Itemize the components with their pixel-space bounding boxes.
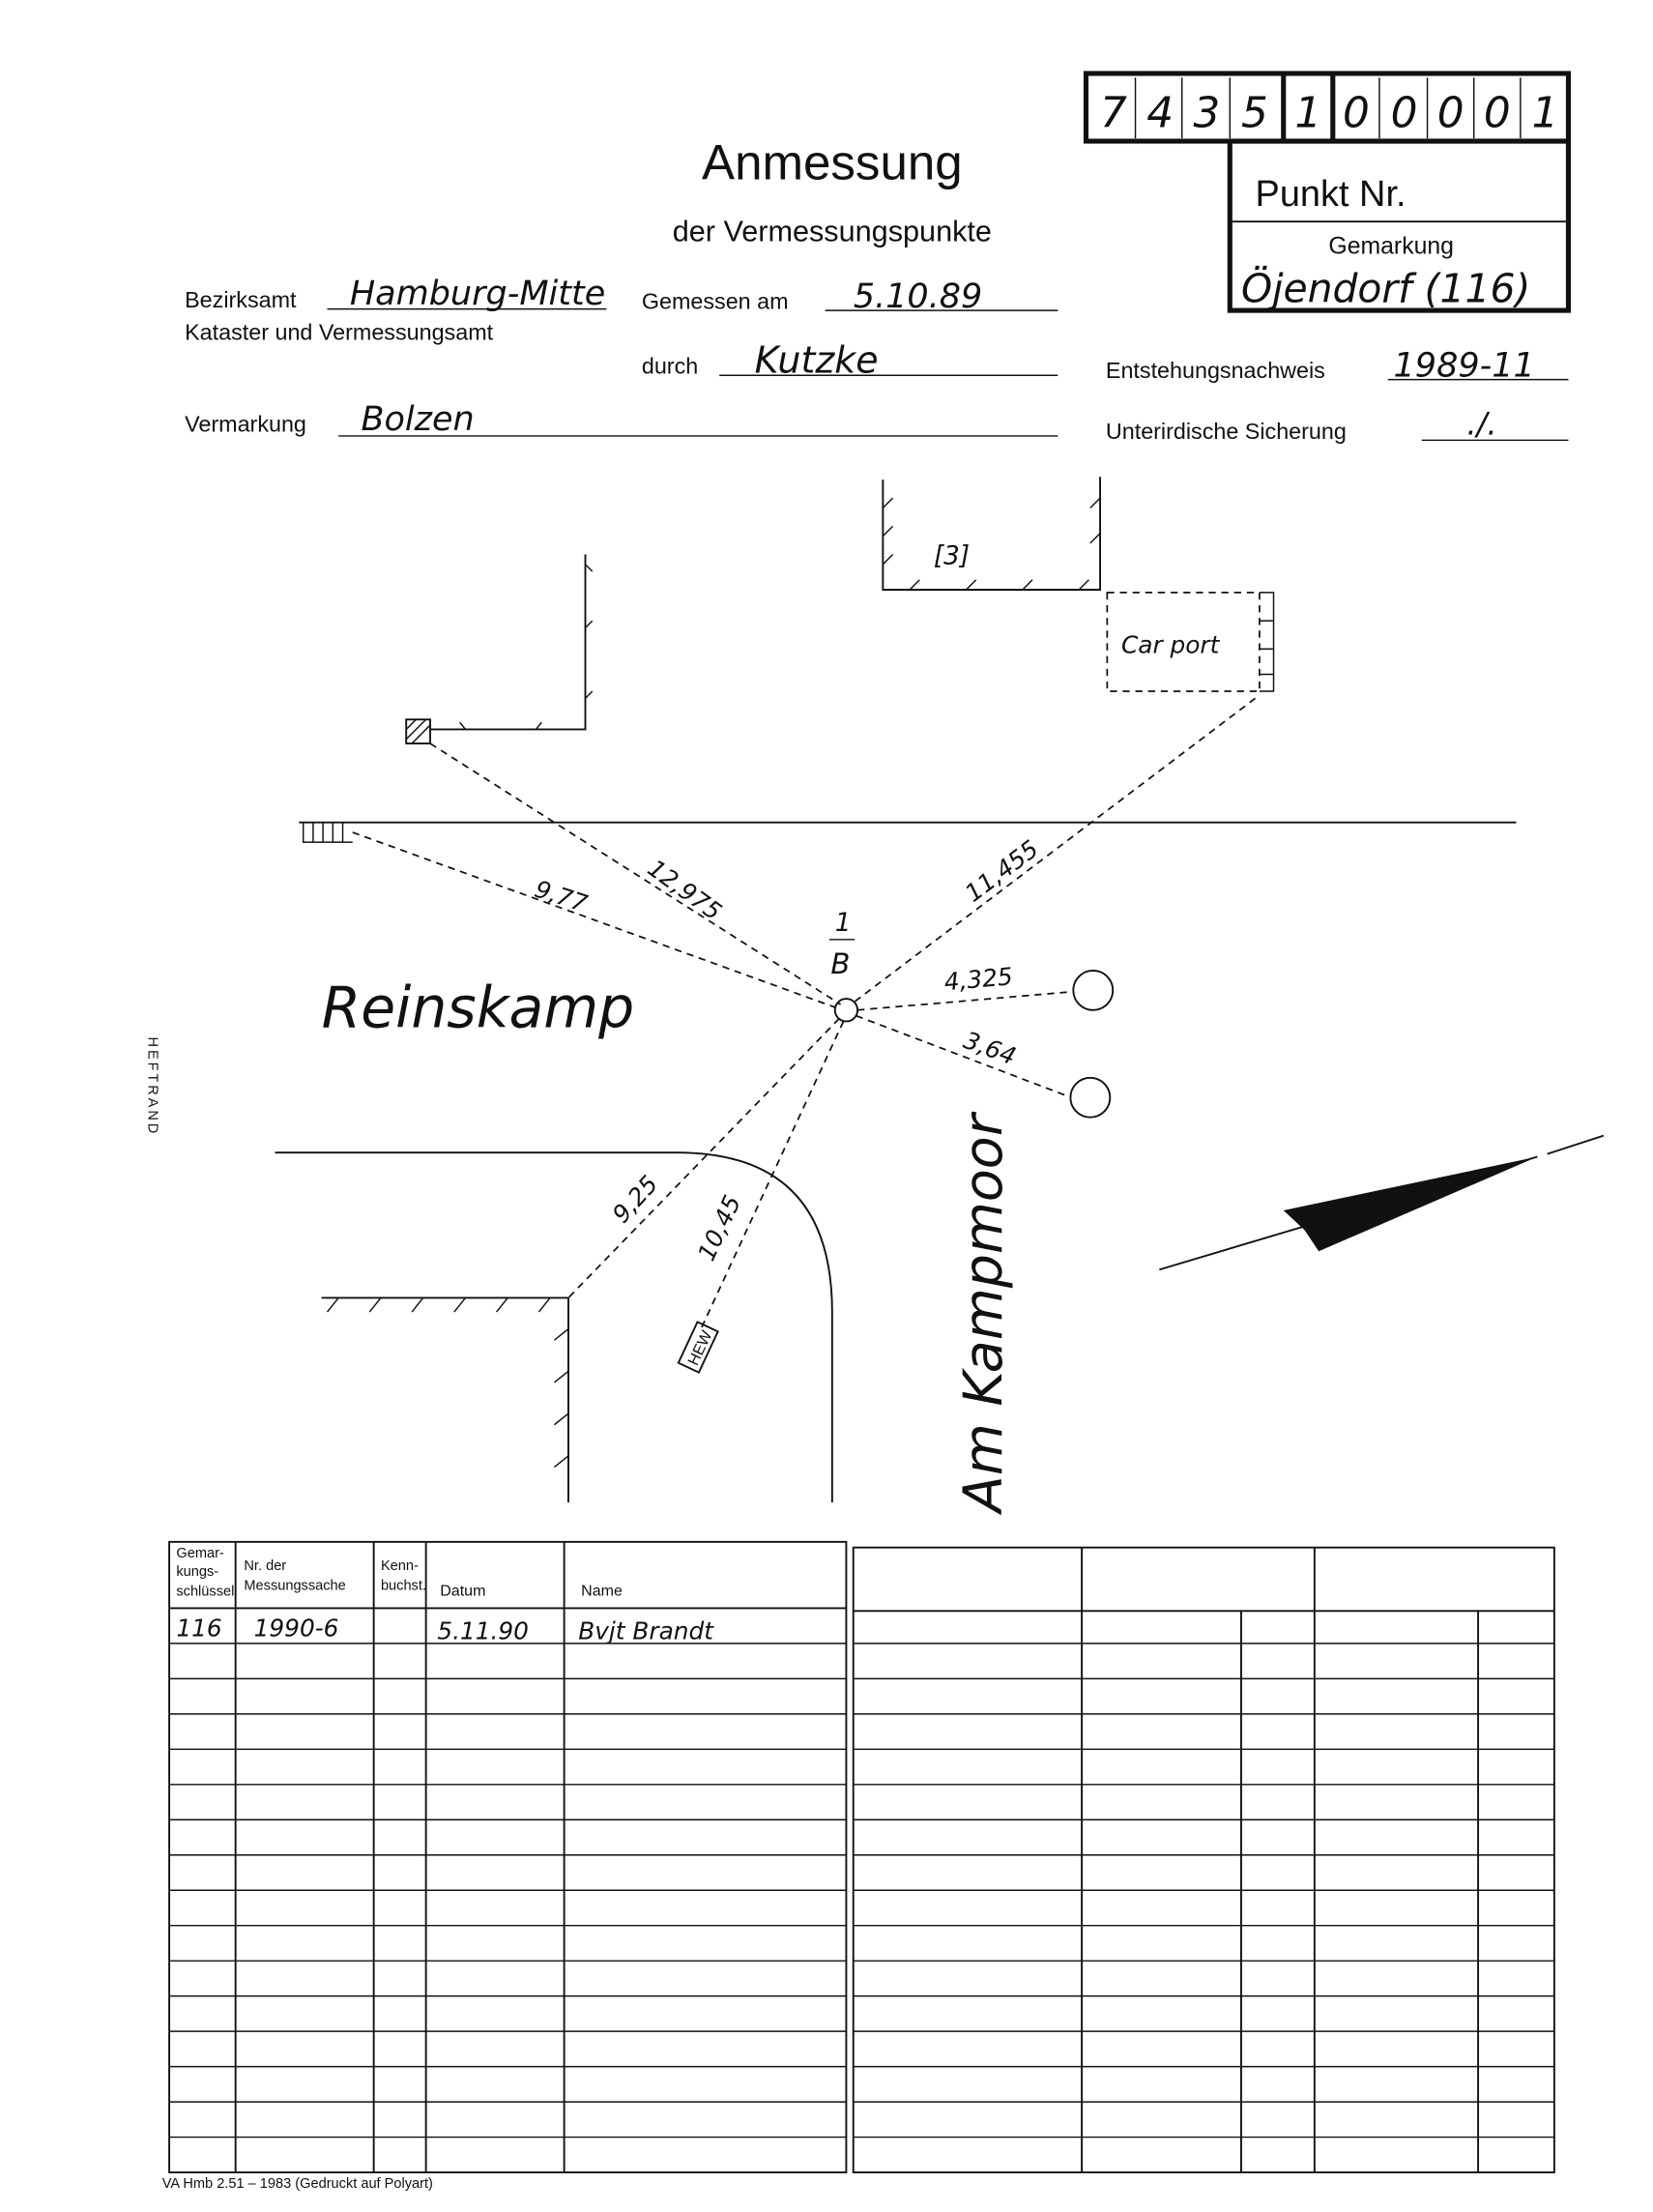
digit: 3 — [1193, 88, 1220, 137]
header-gemarkung: Gemar-kungs-schlüssel — [176, 1546, 234, 1599]
digit: 5 — [1241, 88, 1268, 137]
footer-form-code: VA Hmb 2.51 – 1983 (Gedruckt auf Polyart… — [162, 2176, 433, 2192]
gemessen-label: Gemessen am — [642, 289, 789, 314]
digit: 0 — [1391, 88, 1418, 137]
gemarkung-label: Gemarkung — [1328, 234, 1454, 260]
distance-label: 11,455 — [960, 834, 1044, 907]
survey-point-marker — [833, 998, 859, 1023]
sicherung-label: Unterirdische Sicherung — [1106, 419, 1347, 444]
svg-text:5.11.90: 5.11.90 — [437, 1617, 529, 1645]
punkt-nr-label: Punkt Nr. — [1256, 174, 1406, 215]
durch-label: durch — [642, 354, 698, 379]
sicherung-value: ./. — [1466, 405, 1496, 442]
street-name-am-kampmoor: Am Kampmoor — [953, 1111, 1015, 1515]
header-name: Name — [581, 1582, 623, 1599]
svg-text:116: 116 — [176, 1615, 221, 1643]
digit: 0 — [1437, 88, 1464, 137]
page-subtitle: der Vermessungspunkte — [673, 216, 992, 248]
digit: 1 — [1294, 88, 1321, 137]
distance-label: 10,45 — [692, 1191, 746, 1266]
digit: 4 — [1146, 88, 1174, 137]
entstehung-value: 1989-11 — [1394, 347, 1535, 386]
vermarkung-label: Vermarkung — [185, 412, 306, 437]
page-title: Anmessung — [702, 134, 963, 189]
heftrand-label: HEFTRAND — [145, 1037, 160, 1137]
svg-text:1990-6: 1990-6 — [254, 1615, 339, 1643]
distance-label: 9,77 — [532, 875, 592, 918]
street-name-reinskamp: Reinskamp — [322, 975, 635, 1040]
svg-text:7 4 3 5: 7 4 3 5 1 0 0 0 0 1 — [1100, 88, 1558, 137]
bezirksamt-label: Bezirksamt — [185, 287, 297, 312]
distance-label: 4,325 — [943, 962, 1014, 996]
digit: 7 — [1100, 88, 1127, 137]
gemessen-value: 5.10.89 — [854, 277, 983, 316]
digit: 0 — [1484, 88, 1511, 137]
table-row: 116 1990-6 5.11.90 Bvjt Brandt — [176, 1615, 714, 1645]
vermarkung-value: Bolzen — [362, 400, 475, 439]
header-kenn: Kenn-buchst. — [381, 1558, 426, 1593]
durch-value: Kutzke — [755, 338, 879, 381]
kataster-label: Kataster und Vermessungsamt — [185, 320, 494, 345]
north-arrow-icon — [1159, 1134, 1605, 1271]
header-datum: Datum — [440, 1582, 485, 1599]
header-fields: Bezirksamt Hamburg-Mitte Kataster und Ve… — [185, 275, 1569, 444]
digit: 1 — [1532, 88, 1559, 137]
building-label: [3] — [934, 542, 970, 571]
svg-text:Bvjt Brandt: Bvjt Brandt — [578, 1617, 714, 1645]
bezirksamt-value: Hamburg-Mitte — [350, 275, 605, 313]
digit: 0 — [1343, 88, 1370, 137]
point-label-bottom: B — [830, 947, 850, 980]
point-label-top: 1 — [835, 909, 852, 938]
survey-sketch: [3] Car port 1 B 9,77 12,975 11, — [275, 477, 1605, 1515]
gemarkung-value: Öjendorf (116) — [1241, 265, 1530, 311]
entstehung-label: Entstehungsnachweis — [1106, 358, 1325, 383]
carport-label: Car port — [1121, 631, 1221, 659]
distance-label: 9,25 — [607, 1170, 663, 1228]
blank-table — [852, 1546, 1555, 2173]
distance-label: 12,975 — [643, 854, 727, 925]
point-number-box: 7 4 3 5 1 0 0 0 0 1 Punkt Nr. Gemarkung … — [1083, 71, 1572, 313]
distance-label: 3,64 — [960, 1026, 1020, 1070]
